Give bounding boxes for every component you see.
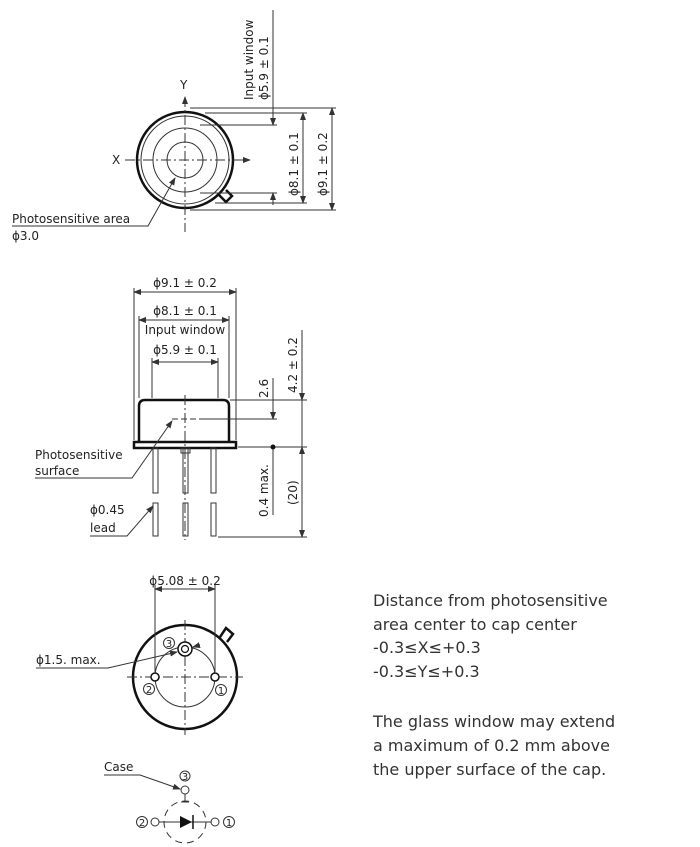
pin-2-number: 2 — [143, 683, 155, 696]
bottom-view: ϕ5.08 ± 0.2 ϕ1.5. max. 3 2 1 — [36, 574, 243, 735]
input-window-dimension: ϕ5.9 ± 0.1 — [257, 36, 271, 100]
distance-note-line: area center to cap center — [373, 615, 577, 634]
pin-2 — [150, 672, 160, 682]
dimension-0-4-max: 0.4 max. — [257, 464, 271, 517]
glass-note-line: the upper surface of the cap. — [373, 760, 606, 779]
svg-text:2: 2 — [139, 818, 145, 829]
photodiode-icon — [180, 816, 192, 828]
index-tab — [218, 626, 235, 643]
photosensitive-surface-label-line1: Photosensitive — [35, 448, 123, 462]
schematic-pin-1-number: 1 — [223, 816, 235, 829]
svg-text:2: 2 — [146, 685, 152, 696]
x-axis-label: X — [112, 153, 120, 167]
side-input-window-dimension: ϕ5.9 ± 0.1 — [153, 343, 217, 357]
dimension-2-6: 2.6 — [257, 379, 271, 398]
pin-1-number: 1 — [215, 684, 227, 697]
photosensitive-area-label: Photosensitive area — [12, 212, 130, 226]
schematic-pin-3-number: 3 — [179, 770, 191, 783]
svg-text:1: 1 — [226, 818, 232, 829]
pin-schematic: Case 3 2 1 — [104, 760, 235, 844]
distance-note-line: Distance from photosensitive — [373, 591, 608, 610]
side-view: ϕ9.1 ± 0.2 ϕ8.1 ± 0.1 Input window ϕ5.9 … — [35, 276, 307, 540]
dimension-9-1: ϕ9.1 ± 0.2 — [316, 132, 330, 196]
case-label: Case — [104, 760, 133, 774]
glass-note-line: a maximum of 0.2 mm above — [373, 736, 610, 755]
lead-dimension: ϕ0.45 — [90, 503, 125, 517]
side-dimension-8-1: ϕ8.1 ± 0.1 — [153, 304, 217, 318]
dimension-1-5-max: ϕ1.5. max. — [36, 653, 101, 667]
dimension-20: (20) — [286, 480, 300, 505]
notes: Distance from photosensitive area center… — [372, 591, 615, 779]
input-window-label: Input window — [242, 19, 256, 100]
side-dimension-9-1: ϕ9.1 ± 0.2 — [153, 276, 217, 290]
cap-body — [137, 398, 231, 442]
glass-note-line: The glass window may extend — [372, 712, 615, 731]
svg-text:3: 3 — [166, 639, 172, 650]
side-input-window-label: Input window — [145, 323, 226, 337]
schematic-pin-2-number: 2 — [136, 816, 148, 829]
pin-3 — [177, 641, 193, 657]
leads — [152, 447, 217, 537]
dimension-5-08: ϕ5.08 ± 0.2 — [149, 574, 220, 588]
dimension-4-2: 4.2 ± 0.2 — [286, 337, 300, 393]
photosensitive-surface-label-line2: surface — [35, 464, 79, 478]
distance-note-line: -0.3≤X≤+0.3 — [373, 638, 481, 657]
svg-text:3: 3 — [182, 772, 188, 783]
photosensitive-area-dimension: ϕ3.0 — [12, 229, 39, 243]
dimension-8-1: ϕ8.1 ± 0.1 — [287, 132, 301, 196]
svg-text:1: 1 — [218, 686, 224, 697]
pin-1 — [210, 672, 220, 682]
lead-label: lead — [90, 521, 116, 535]
distance-note-line: -0.3≤Y≤+0.3 — [373, 662, 480, 681]
pin-3-number: 3 — [163, 637, 175, 650]
top-view: Y X Input window ϕ5.9 ± 0.1 ϕ8.1 ± 0.1 ϕ… — [12, 10, 336, 243]
y-axis-label: Y — [179, 78, 188, 92]
